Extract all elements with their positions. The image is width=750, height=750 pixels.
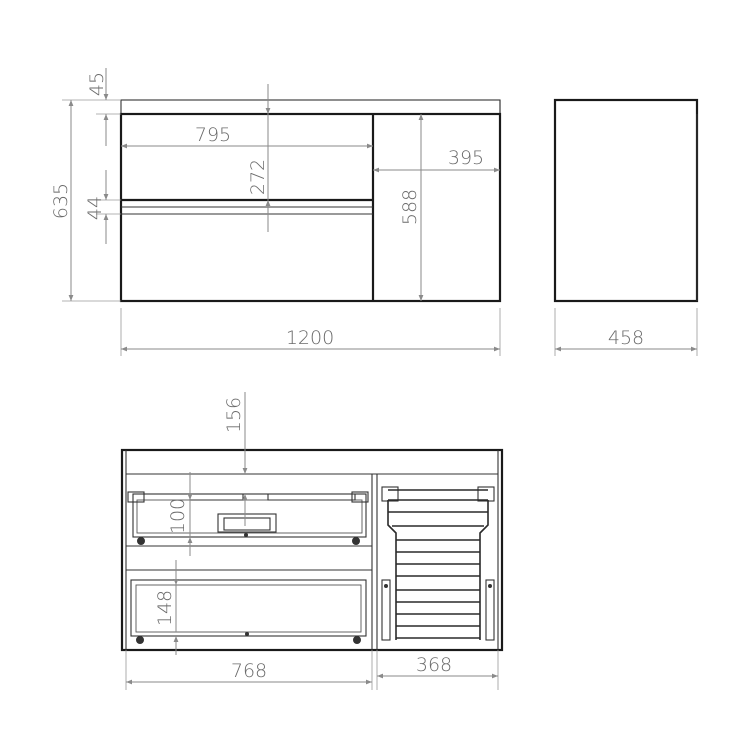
dimension-total-width: 1200 [120,308,501,356]
runner-right [351,491,369,503]
dim-label-635: 635 [50,183,72,219]
runner-left [127,491,145,503]
dim-label-1200: 1200 [286,327,334,349]
dim-label-588: 588 [399,189,421,225]
dimension-upper-drawer-internal: 100 [167,472,193,556]
dim-label-272: 272 [247,159,269,195]
lower-drawer-box [130,579,367,644]
dim-label-156: 156 [223,397,245,433]
dimension-drawer-gap: 44 [84,170,121,244]
dim-label-368: 368 [416,654,452,676]
dimension-lower-drawer-internal: 148 [154,560,179,655]
interior-view [120,448,504,652]
dim-label-458: 458 [608,327,644,349]
dim-label-100: 100 [167,498,189,534]
siphon-cutout [217,513,277,533]
side-view [553,98,699,303]
dimension-drawer-section-width: 768 [125,650,373,690]
dim-label-395: 395 [448,147,484,169]
dimension-door-width: 395 [373,147,500,173]
dim-label-45: 45 [86,72,108,96]
dim-label-148: 148 [154,590,176,626]
interior-body [120,448,504,652]
dim-label-768: 768 [231,660,267,682]
dimension-countertop-thickness: 45 [86,68,121,146]
dimension-depth: 458 [554,308,698,356]
dim-label-795: 795 [195,124,231,146]
dimension-door-height: 588 [399,114,424,301]
dimension-top-space: 156 [223,392,248,526]
side-panel [553,98,699,303]
countertop [120,99,501,115]
drawer-handle-dot [244,533,248,537]
front-view [119,99,502,303]
upper-drawer-box [127,491,369,545]
dimension-upper-drawer-height: 272 [247,84,271,232]
wire-basket [381,486,495,641]
dimension-total-height: 635 [50,99,121,302]
dim-label-44: 44 [84,196,106,220]
dimension-basket-section-width: 368 [376,650,499,690]
drawer-handle-dot-2 [245,632,249,636]
dimension-drawer-width: 795 [121,124,373,149]
